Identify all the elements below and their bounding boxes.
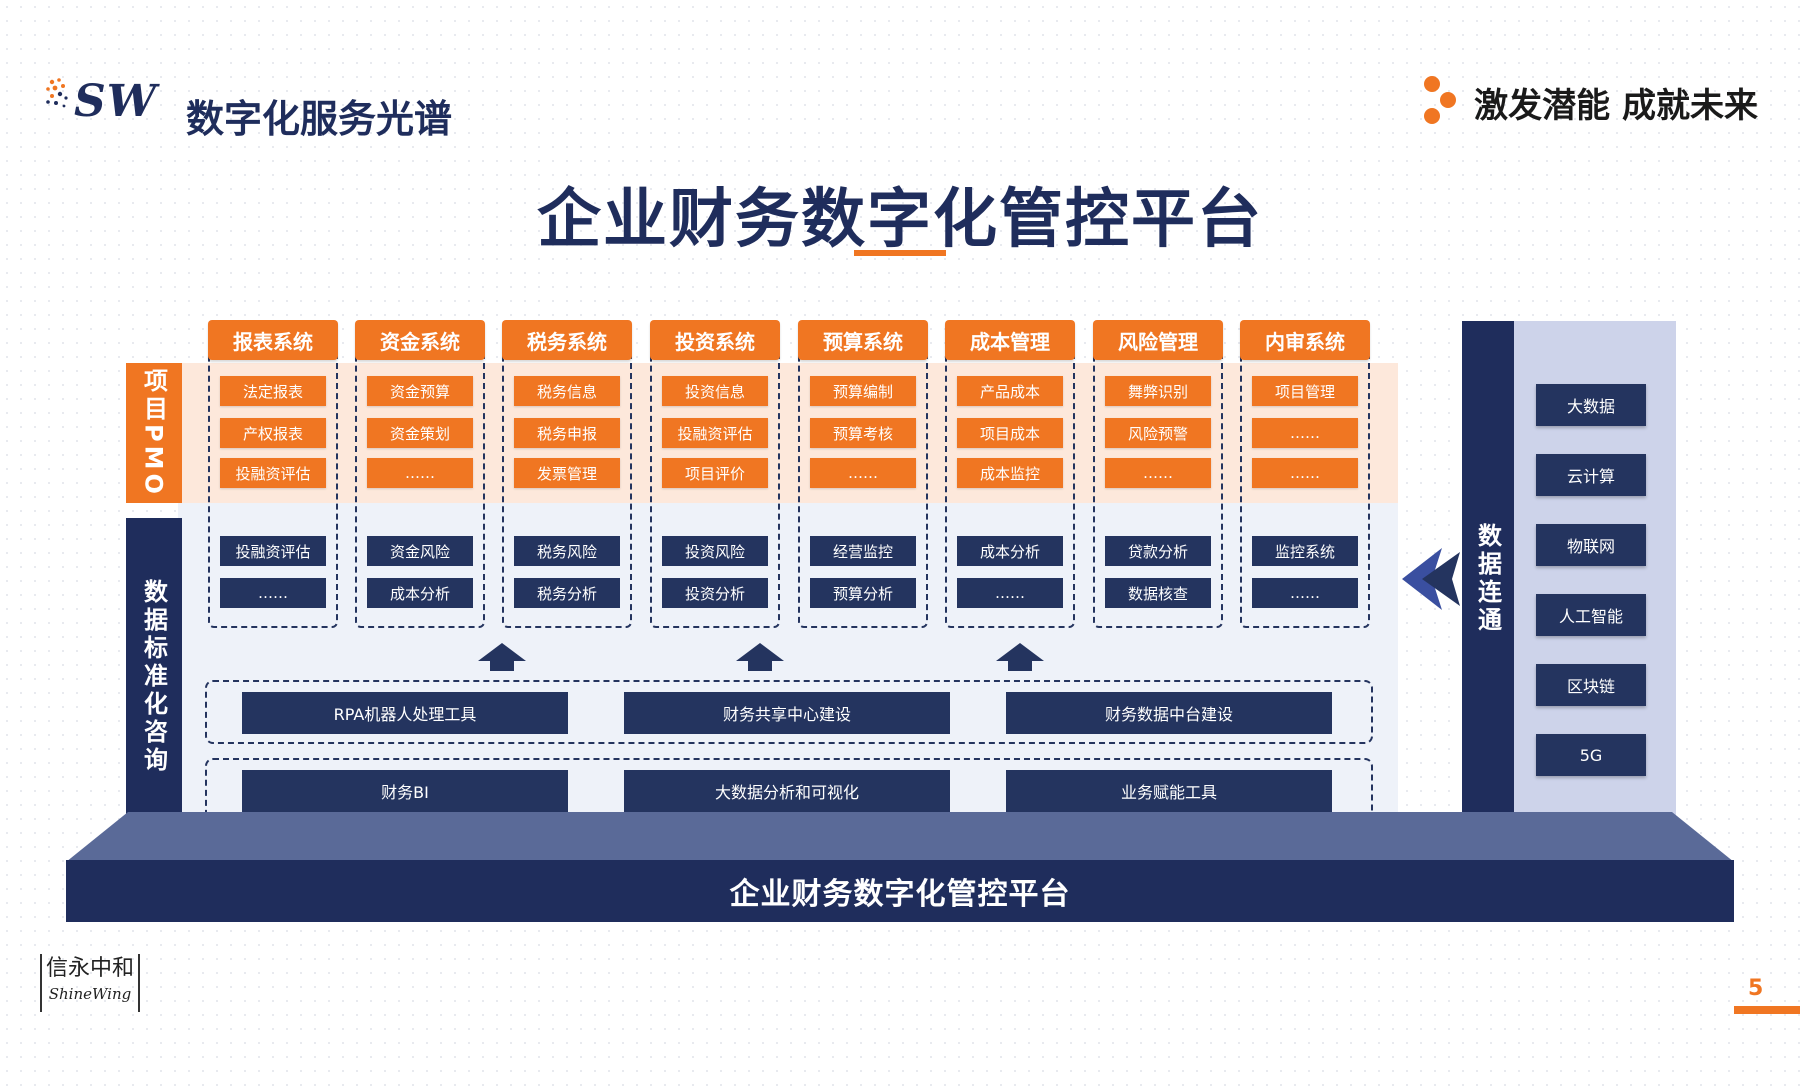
system-item: 预算编制 [810,376,916,406]
up-arrow-icon [996,643,1044,671]
system-item: 产权报表 [220,418,326,448]
system-item: 资金预算 [367,376,473,406]
page-number: 5 [1748,976,1764,1001]
system-item: 投融资评估 [662,418,768,448]
system-title: 税务系统 [502,320,632,360]
title-underline [854,250,946,256]
system-analysis-item: …… [1252,578,1358,608]
system-analysis-item: 预算分析 [810,578,916,608]
tool-data-middle: 财务数据中台建设 [1006,692,1332,734]
side-label-pmo: 项目PMO [126,363,182,503]
logo-dots-icon [46,78,68,108]
system-analysis-item: 投融资评估 [220,536,326,566]
system-item: …… [810,458,916,488]
system-item: 投资信息 [662,376,768,406]
system-title: 资金系统 [355,320,485,360]
system-item: 成本监控 [957,458,1063,488]
platform-base-top [66,812,1734,862]
tech-item: 区块链 [1536,664,1646,706]
tool-shared-center: 财务共享中心建设 [624,692,950,734]
system-item: 税务申报 [514,418,620,448]
page-number-underline [1734,1006,1800,1014]
system-item: 风险预警 [1105,418,1211,448]
tech-item: 云计算 [1536,454,1646,496]
tools-row-1 [205,680,1373,744]
system-title: 成本管理 [945,320,1075,360]
side-label-data-connect: 数据连通 [1462,321,1514,837]
system-item: …… [367,458,473,488]
system-item: 产品成本 [957,376,1063,406]
slogan-dots-icon [1424,76,1456,124]
system-item: 税务信息 [514,376,620,406]
tool-bi: 财务BI [242,770,568,812]
system-item: 舞弊识别 [1105,376,1211,406]
logo-text: SW [74,76,158,127]
up-arrow-icon [478,643,526,671]
tool-empower: 业务赋能工具 [1006,770,1332,812]
system-analysis-item: 数据核查 [1105,578,1211,608]
brand-title: 数字化服务光谱 [186,97,453,141]
slogan: 激发潜能 成就未来 [1474,86,1758,126]
tech-item: 大数据 [1536,384,1646,426]
page-title: 企业财务数字化管控平台 [537,183,1263,257]
tech-item: 5G [1536,734,1646,776]
system-analysis-item: …… [220,578,326,608]
system-analysis-item: 贷款分析 [1105,536,1211,566]
system-analysis-item: 税务风险 [514,536,620,566]
system-title: 投资系统 [650,320,780,360]
tech-item: 物联网 [1536,524,1646,566]
system-analysis-item: 监控系统 [1252,536,1358,566]
system-analysis-item: 投资分析 [662,578,768,608]
system-item: 预算考核 [810,418,916,448]
tech-item: 人工智能 [1536,594,1646,636]
system-item: 项目成本 [957,418,1063,448]
system-analysis-item: 税务分析 [514,578,620,608]
system-analysis-item: 经营监控 [810,536,916,566]
left-arrow-icon [1402,548,1460,610]
footer-logo-en: ShineWing [48,985,132,1003]
system-title: 预算系统 [798,320,928,360]
up-arrow-icon [736,643,784,671]
side-label-data-standard: 数据标准化咨询 [126,518,182,836]
footer-logo: 信永中和 ShineWing [40,954,140,1012]
system-analysis-item: 成本分析 [367,578,473,608]
system-analysis-item: 资金风险 [367,536,473,566]
system-item: 项目评价 [662,458,768,488]
tool-rpa: RPA机器人处理工具 [242,692,568,734]
tool-big-data: 大数据分析和可视化 [624,770,950,812]
system-item: 发票管理 [514,458,620,488]
system-item: 法定报表 [220,376,326,406]
system-item: 项目管理 [1252,376,1358,406]
footer-logo-cn: 信永中和 [45,956,134,981]
system-item: …… [1252,458,1358,488]
system-item: 投融资评估 [220,458,326,488]
system-analysis-item: …… [957,578,1063,608]
system-title: 内审系统 [1240,320,1370,360]
system-analysis-item: 投资风险 [662,536,768,566]
system-item: …… [1252,418,1358,448]
platform-base: 企业财务数字化管控平台 [66,860,1734,922]
system-item: 资金策划 [367,418,473,448]
system-analysis-item: 成本分析 [957,536,1063,566]
system-title: 报表系统 [208,320,338,360]
system-title: 风险管理 [1093,320,1223,360]
system-item: …… [1105,458,1211,488]
